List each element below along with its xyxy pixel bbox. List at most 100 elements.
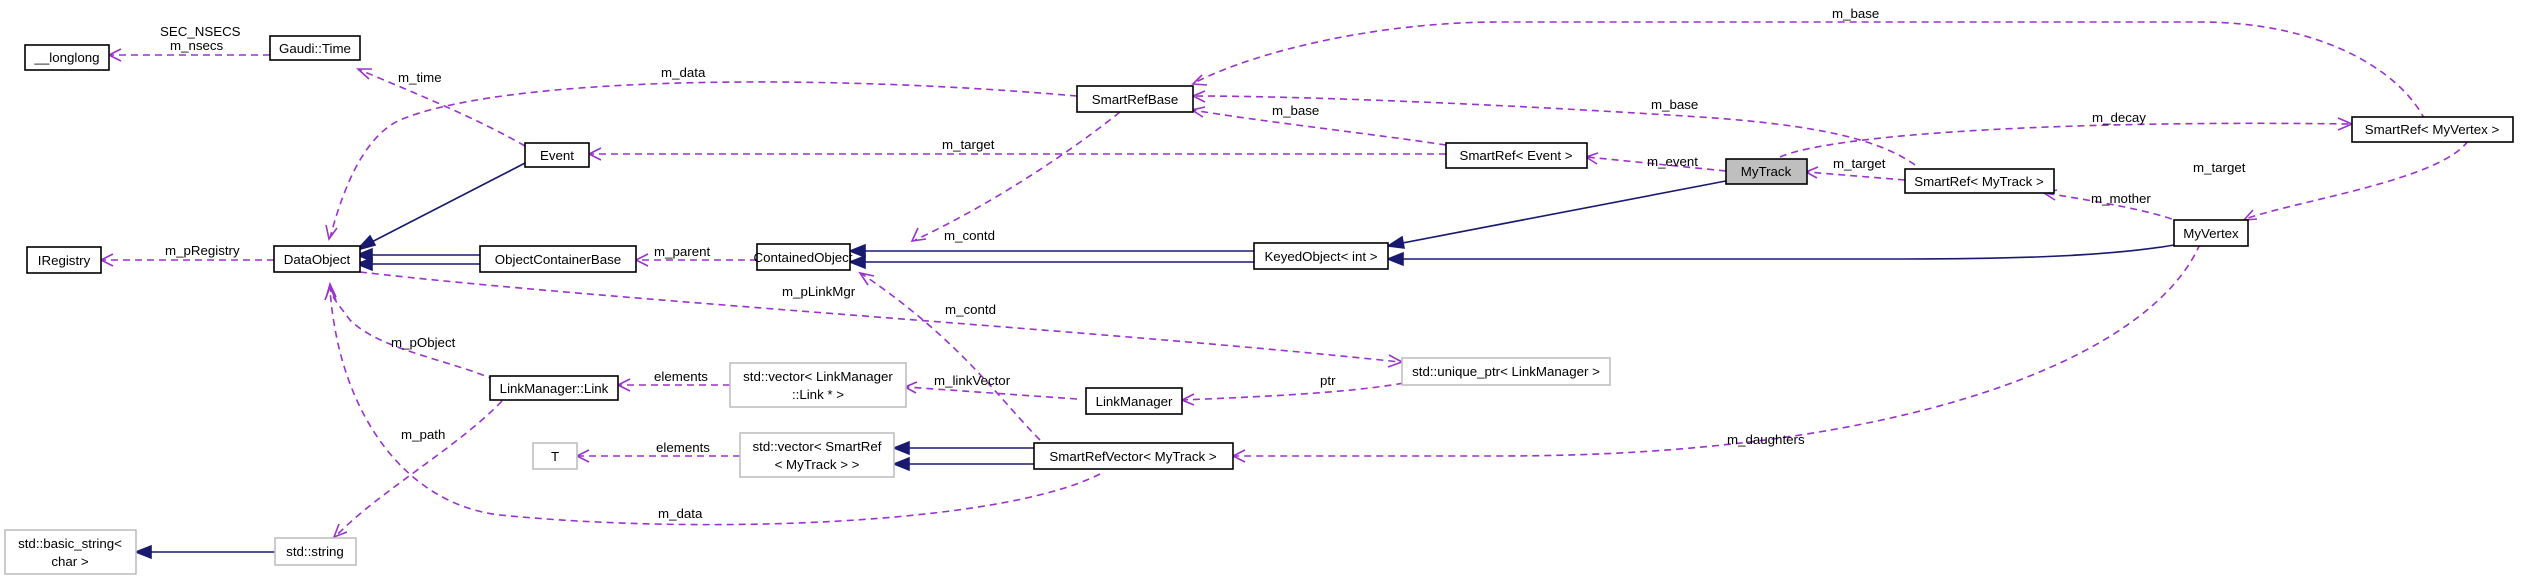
label-m-base-left: m_base xyxy=(1272,103,1319,118)
node-dataobject-label: DataObject xyxy=(284,252,351,267)
node-smartref-myvertex-label: SmartRef< MyVertex > xyxy=(2365,122,2500,137)
node-unique-ptr[interactable]: std::unique_ptr< LinkManager > xyxy=(1401,357,1611,386)
node-vector-smartref-label-2: < MyTrack > > xyxy=(775,457,860,472)
arrowhead-link-string xyxy=(332,523,348,539)
node-containedobject[interactable]: ContainedObject xyxy=(753,243,853,271)
label-m-pregistry: m_pRegistry xyxy=(165,243,240,258)
label-m-parent: m_parent xyxy=(654,244,710,259)
node-string[interactable]: std::string xyxy=(274,537,357,566)
label-elements-smartref: elements xyxy=(656,440,710,455)
edge-smartrefvector-dataobject xyxy=(329,289,1101,526)
node-event[interactable]: Event xyxy=(524,142,590,168)
node-containedobject-label: ContainedObject xyxy=(753,250,852,265)
label-m-pobject: m_pObject xyxy=(391,335,456,350)
edge-mytrack-smartrefvertex xyxy=(1779,122,2351,158)
edge-smartrefmytrack-mytrack xyxy=(1806,171,1906,181)
node-linkmanager-link-label: LinkManager::Link xyxy=(500,381,609,396)
edge-mytrack-keyed xyxy=(1391,179,1732,246)
edge-contained-smartrefbase xyxy=(914,111,1121,241)
node-smartrefvector[interactable]: SmartRefVector< MyTrack > xyxy=(1033,442,1234,470)
node-longlong-label: __longlong xyxy=(33,50,99,65)
edge-myvertex-keyed xyxy=(1391,244,2175,260)
node-vector-smartref-label-1: std::vector< SmartRef xyxy=(753,439,882,454)
edge-smartrefmytrack-smartrefbase xyxy=(1192,95,1916,166)
arrowhead-keyed-contained-2 xyxy=(847,254,866,270)
node-unique-ptr-label: std::unique_ptr< LinkManager > xyxy=(1412,364,1600,379)
node-keyedobject[interactable]: KeyedObject< int > xyxy=(1253,242,1389,270)
edge-event-time xyxy=(359,69,526,147)
label-sec-nsecs: SEC_NSECS xyxy=(160,24,241,39)
label-m-plinkmgr: m_pLinkMgr xyxy=(782,284,856,299)
arrowhead-event-time xyxy=(355,68,372,80)
arrowhead-event-dataobject xyxy=(354,234,377,252)
label-m-base-top: m_base xyxy=(1832,6,1879,21)
node-smartrefvector-label: SmartRefVector< MyTrack > xyxy=(1049,449,1216,464)
node-basic-string-label-1: std::basic_string< xyxy=(18,536,122,551)
node-objectcontainerbase[interactable]: ObjectContainerBase xyxy=(479,245,637,273)
arrowhead-smartrefvector-vector-1 xyxy=(891,440,910,456)
edge-smartrefbase-dataobject xyxy=(329,81,1078,239)
node-smartref-mytrack[interactable]: SmartRef< MyTrack > xyxy=(1904,168,2055,194)
label-m-time: m_time xyxy=(398,70,442,85)
node-iregistry[interactable]: IRegistry xyxy=(26,246,102,274)
arrowhead-smartrefvector-vector-2 xyxy=(891,456,910,472)
edge-myvertex-smartrefmytrack xyxy=(2044,192,2184,224)
label-m-contd-top: m_contd xyxy=(944,228,995,243)
node-longlong[interactable]: __longlong xyxy=(24,44,110,71)
label-ptr: ptr xyxy=(1320,373,1336,388)
node-event-label: Event xyxy=(540,148,574,163)
arrowhead-mytrack-keyed xyxy=(1385,235,1405,249)
label-m-mother: m_mother xyxy=(2091,191,2151,206)
label-m-path: m_path xyxy=(401,427,445,442)
node-myvertex-label: MyVertex xyxy=(2183,226,2239,241)
label-m-nsecs: m_nsecs xyxy=(170,38,224,53)
node-linkmanager[interactable]: LinkManager xyxy=(1085,387,1183,415)
node-objectcontainerbase-label: ObjectContainerBase xyxy=(495,252,621,267)
node-gaudi-time[interactable]: Gaudi::Time xyxy=(269,35,361,61)
node-keyedobject-label: KeyedObject< int > xyxy=(1264,249,1377,264)
arrowhead-myvertex-keyed xyxy=(1385,251,1404,267)
node-smartref-mytrack-label: SmartRef< MyTrack > xyxy=(1914,174,2044,189)
node-t-label: T xyxy=(551,449,559,464)
node-gaudi-time-label: Gaudi::Time xyxy=(279,41,351,56)
node-vector-smartref[interactable]: std::vector< SmartRef < MyTrack > > xyxy=(739,432,895,478)
arrowhead-smartrefvector-dataobject xyxy=(324,284,337,301)
node-iregistry-label: IRegistry xyxy=(38,253,91,268)
edge-smartrefevent-smartrefbase xyxy=(1192,109,1447,146)
arrowhead-string-basicstring xyxy=(133,544,152,560)
node-smartref-event-label: SmartRef< Event > xyxy=(1459,148,1572,163)
label-m-daughters: m_daughters xyxy=(1727,432,1805,447)
edge-uniqueptr-linkmanager xyxy=(1181,380,1416,401)
arrowhead-mytrack-smartrefevent xyxy=(1584,152,1599,165)
arrowhead-smartrefbase-dataobject xyxy=(325,224,338,241)
arrowhead-smartrefvertex-smartrefbase xyxy=(1191,74,1208,86)
arrowhead-keyed-contained-1 xyxy=(847,243,866,259)
arrowhead-smartrefvector-contained xyxy=(858,271,875,286)
edge-myvertex-smartrefvector xyxy=(1233,243,2201,457)
arrowhead-ocb-dataobject-1 xyxy=(354,247,373,263)
label-m-decay: m_decay xyxy=(2092,110,2146,125)
node-t[interactable]: T xyxy=(532,442,578,470)
node-string-label: std::string xyxy=(286,544,344,559)
node-smartref-myvertex[interactable]: SmartRef< MyVertex > xyxy=(2351,116,2514,143)
node-dataobject[interactable]: DataObject xyxy=(273,245,361,273)
node-myvertex[interactable]: MyVertex xyxy=(2173,219,2249,247)
label-m-data-top: m_data xyxy=(661,65,706,80)
arrowhead-ocb-dataobject-2 xyxy=(354,256,373,272)
label-m-base-mid: m_base xyxy=(1651,97,1698,112)
node-smartrefbase[interactable]: SmartRefBase xyxy=(1076,85,1194,113)
node-linkmanager-link[interactable]: LinkManager::Link xyxy=(489,375,619,401)
node-linkmanager-label: LinkManager xyxy=(1096,394,1173,409)
node-vector-link-label-2: ::Link * > xyxy=(792,387,844,402)
node-mytrack[interactable]: MyTrack xyxy=(1725,158,1808,185)
label-m-linkvector: m_linkVector xyxy=(934,373,1011,388)
label-elements-link: elements xyxy=(654,369,708,384)
label-m-data-bottom: m_data xyxy=(658,506,703,521)
arrowhead-contained-smartrefbase xyxy=(910,227,927,242)
node-basic-string[interactable]: std::basic_string< char > xyxy=(4,529,137,575)
node-smartref-event[interactable]: SmartRef< Event > xyxy=(1445,142,1588,169)
node-vector-link[interactable]: std::vector< LinkManager ::Link * > xyxy=(729,362,907,408)
edge-event-dataobject xyxy=(359,160,530,249)
label-m-target-vertex: m_target xyxy=(2193,160,2246,175)
